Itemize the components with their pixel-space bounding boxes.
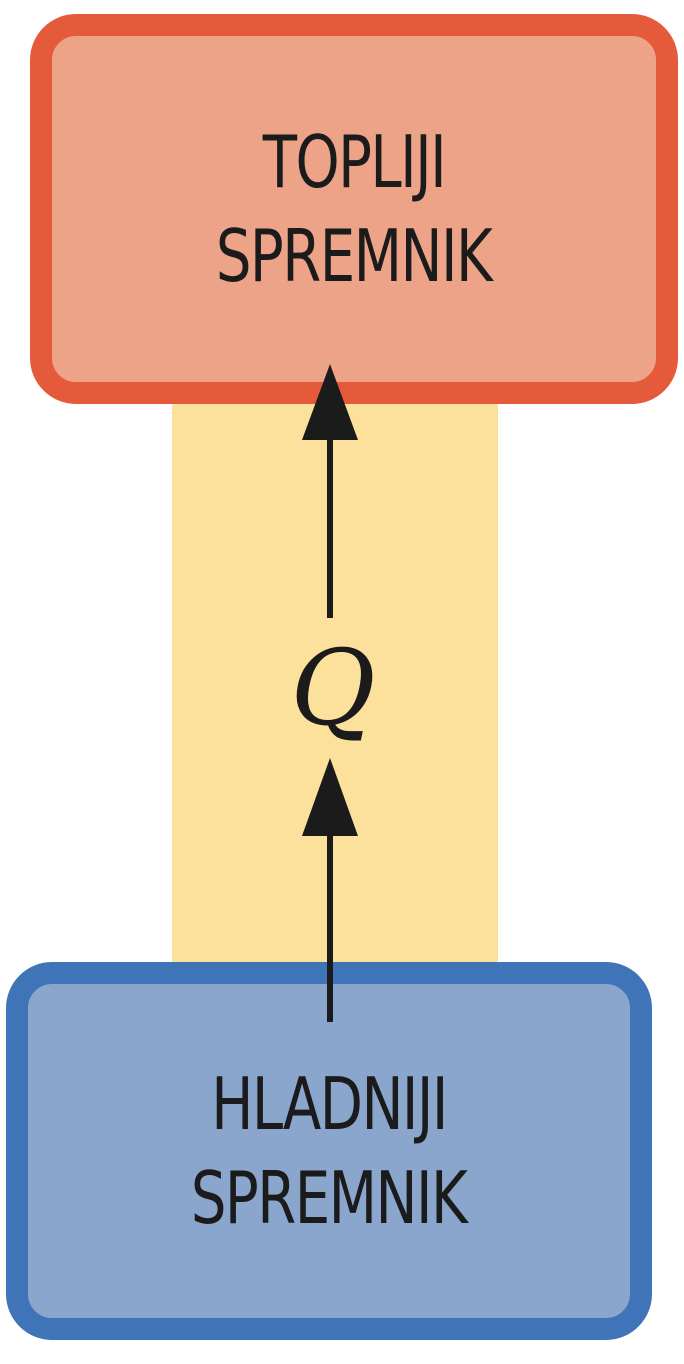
cold-reservoir-label-line-1: HLADNIJI: [211, 1062, 448, 1146]
hot-reservoir-label-line-2: SPREMNIK: [216, 214, 493, 298]
lower-arrow-head: [302, 758, 358, 836]
cold-reservoir-label-line-2: SPREMNIK: [191, 1156, 468, 1240]
heat-q-label: Q: [290, 627, 376, 749]
hot-reservoir-box: TOPLIJI SPREMNIK: [30, 14, 678, 404]
upper-arrow-head: [302, 364, 358, 440]
heat-flow-band: [172, 380, 498, 980]
hot-reservoir-label-line-1: TOPLIJI: [262, 120, 447, 204]
